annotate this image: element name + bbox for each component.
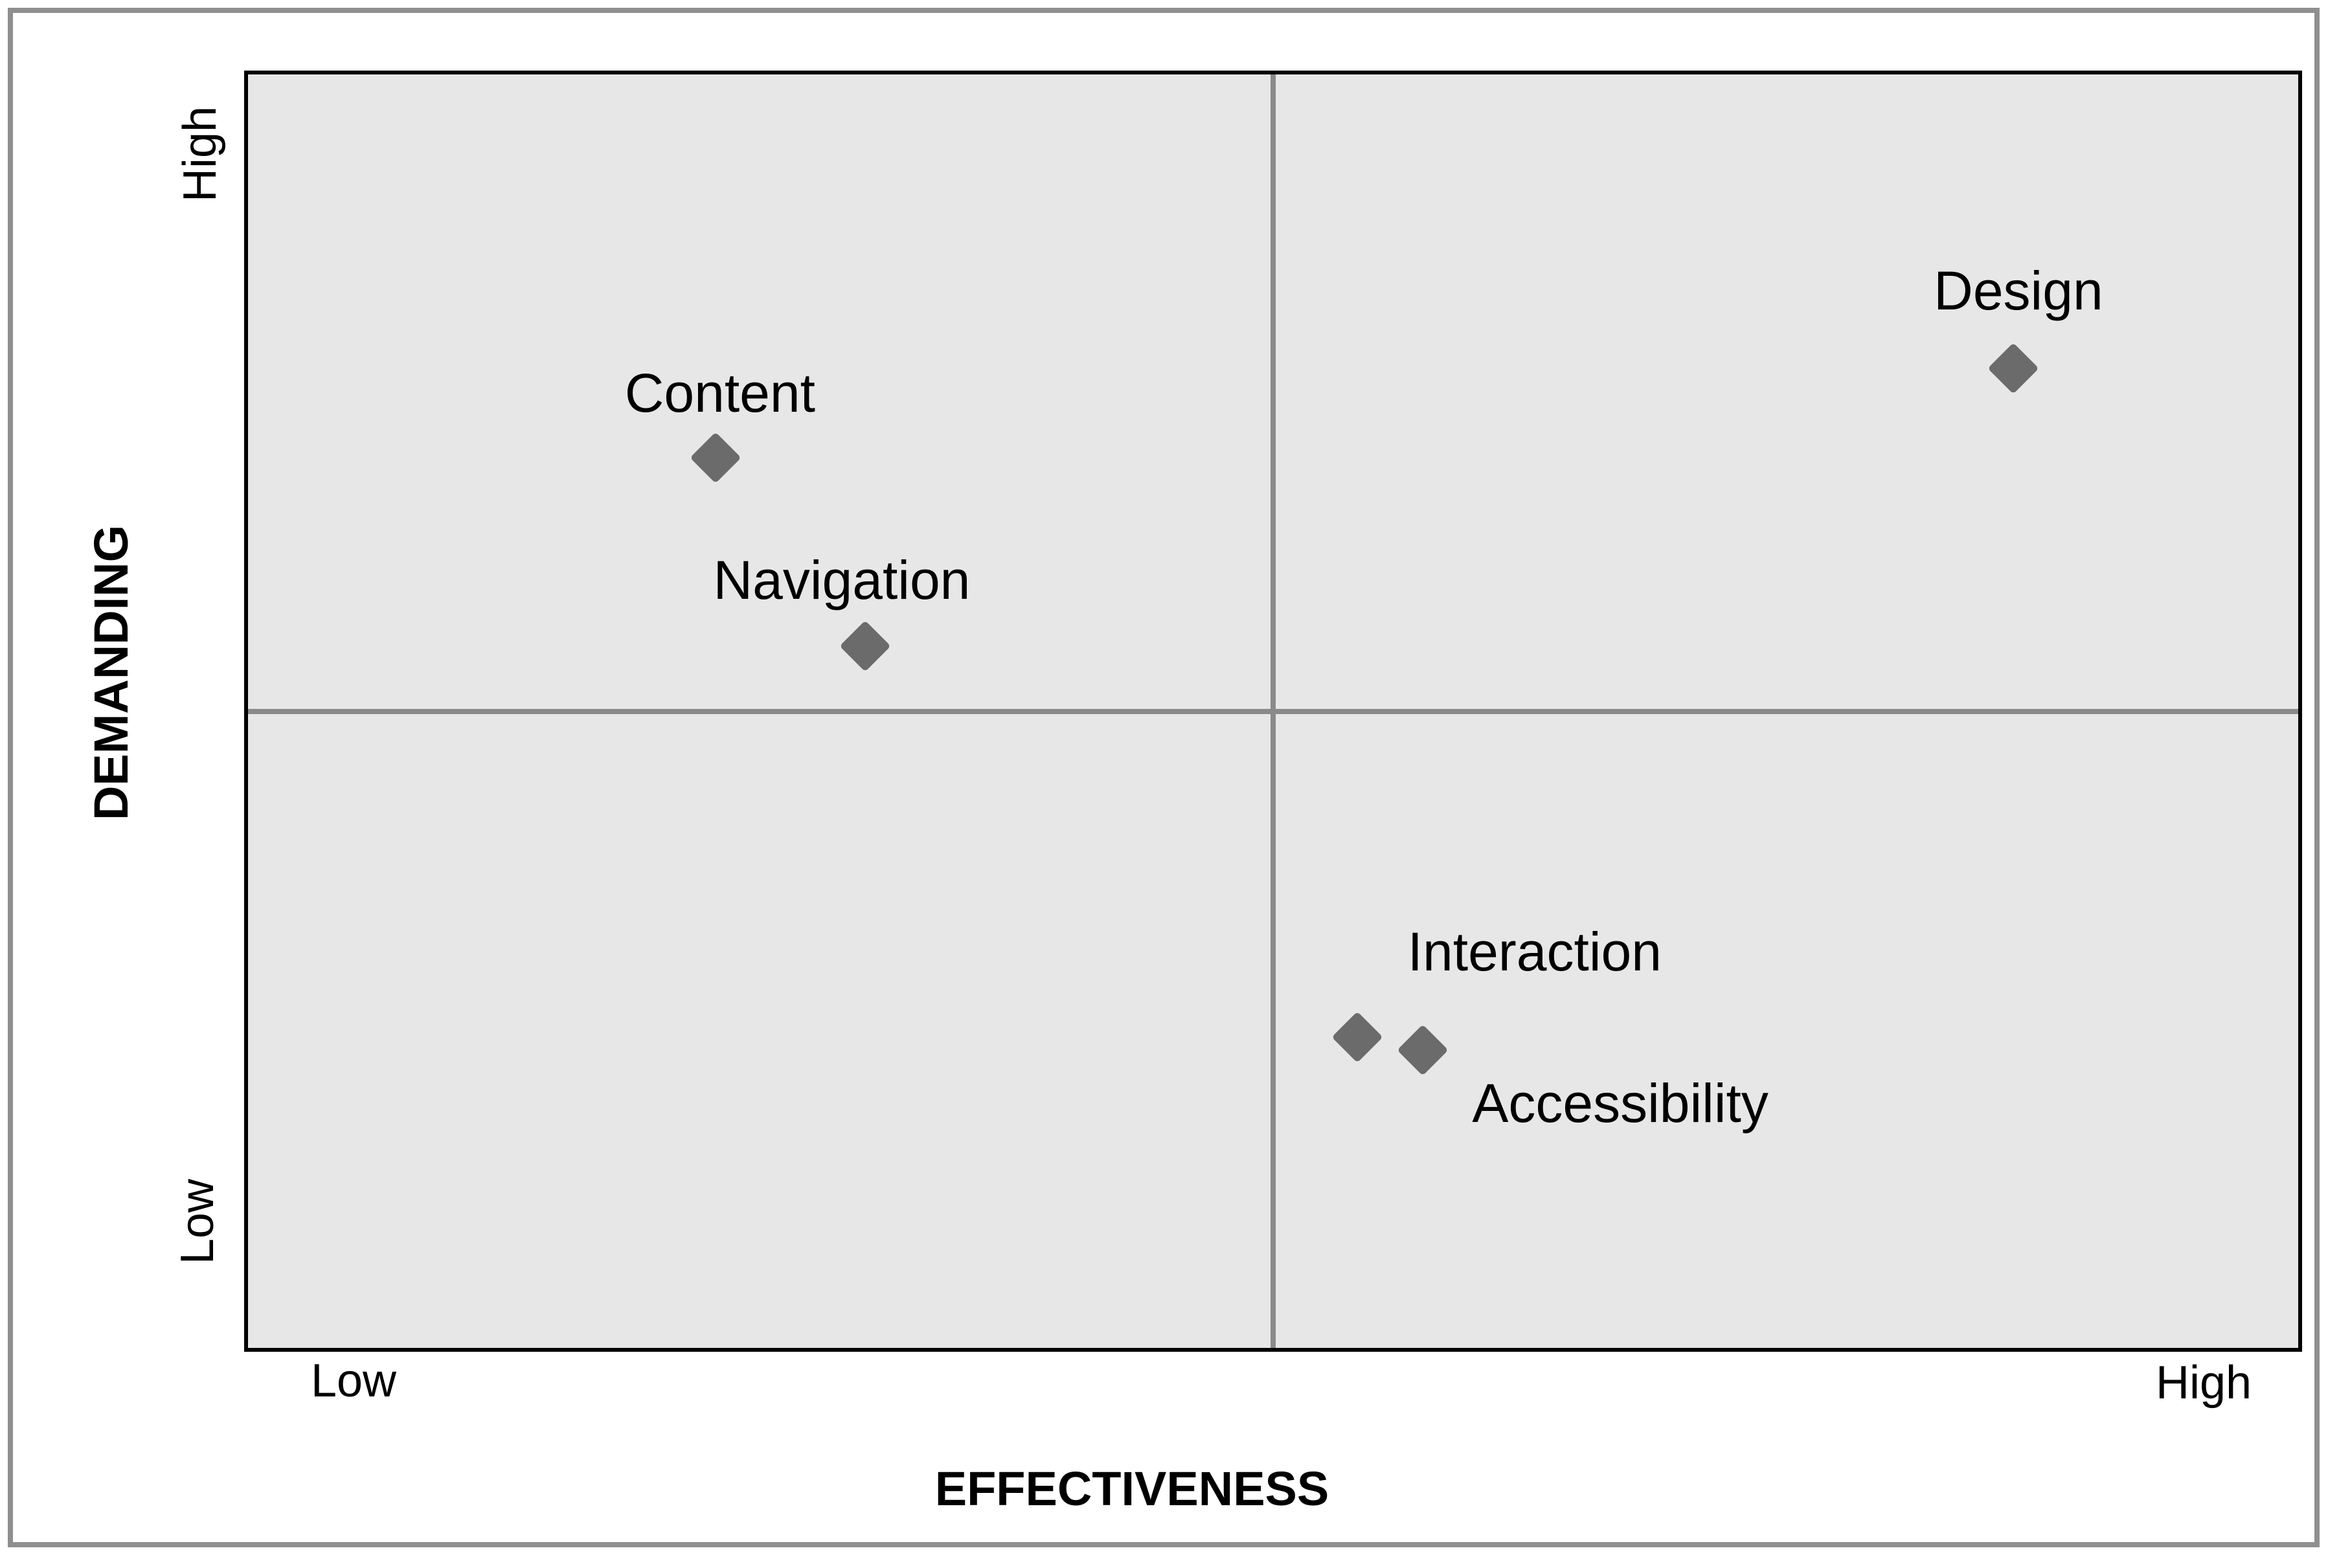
quadrant-divider-horizontal bbox=[248, 708, 2298, 714]
data-point-label-interaction: Interaction bbox=[1407, 921, 1662, 983]
x-axis-tick-low: Low bbox=[310, 1355, 397, 1407]
y-axis-tick-high: High bbox=[174, 106, 226, 203]
data-point-label-accessibility: Accessibility bbox=[1472, 1072, 1769, 1134]
data-point-label-design: Design bbox=[1934, 260, 2103, 322]
data-point-marker-content-diamond-icon bbox=[690, 432, 741, 484]
data-point-marker-accessibility-diamond-icon bbox=[1397, 1024, 1449, 1076]
data-point-label-navigation: Navigation bbox=[713, 550, 971, 611]
x-axis-title: EFFECTIVENESS bbox=[934, 1462, 1329, 1516]
x-axis-tick-high: High bbox=[2155, 1357, 2252, 1409]
data-point-marker-navigation-diamond-icon bbox=[839, 620, 891, 672]
data-point-marker-design-diamond-icon bbox=[1987, 342, 2039, 394]
data-point-marker-interaction-diamond-icon bbox=[1331, 1011, 1383, 1063]
data-point-label-content: Content bbox=[624, 363, 815, 424]
y-axis-title: DEMANDING bbox=[84, 524, 138, 821]
y-axis-tick-low: Low bbox=[172, 1178, 223, 1265]
